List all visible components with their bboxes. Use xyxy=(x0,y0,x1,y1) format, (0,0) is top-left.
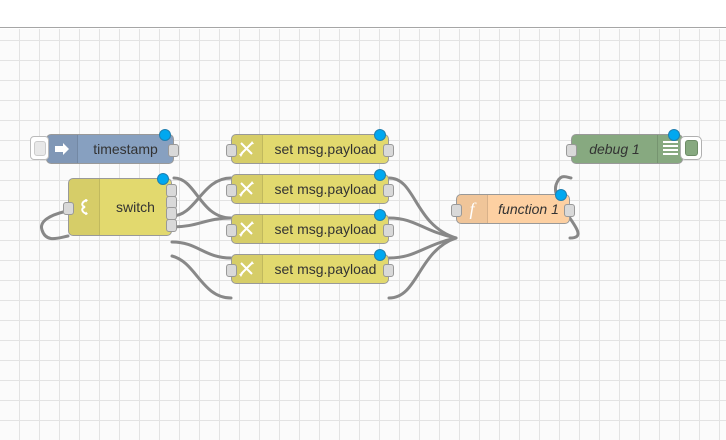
node-status-dot xyxy=(159,129,171,141)
node-change-change3[interactable]: set msg.payload xyxy=(226,209,394,244)
port-input[interactable] xyxy=(451,203,462,217)
port-output-4[interactable] xyxy=(166,218,177,232)
port-output-1[interactable] xyxy=(383,263,394,277)
flow-canvas[interactable]: timestamp switch set msg.payload set msg.pa… xyxy=(0,29,726,440)
debug-lines-glyph xyxy=(662,141,678,157)
inject-arrow-icon xyxy=(47,135,78,163)
node-label: timestamp xyxy=(93,141,158,157)
node-status-dot xyxy=(374,249,386,261)
wire-change1-to-function1[interactable] xyxy=(387,176,458,240)
change-icon xyxy=(232,255,263,283)
node-label: debug 1 xyxy=(589,141,640,157)
wire-switch1-to-change4[interactable] xyxy=(170,254,233,300)
port-output-1[interactable] xyxy=(383,143,394,157)
wire-switch1-to-change2[interactable] xyxy=(170,216,233,229)
node-switch-switch1[interactable]: switch xyxy=(63,173,177,236)
editor-top-strip xyxy=(0,0,726,28)
node-label: switch xyxy=(116,199,155,215)
node-inject-inject1[interactable]: timestamp xyxy=(30,129,179,164)
port-input[interactable] xyxy=(226,263,237,277)
inject-button-face xyxy=(33,140,46,156)
debug-enable-toggle[interactable] xyxy=(680,136,702,160)
port-input[interactable] xyxy=(226,183,237,197)
node-status-dot xyxy=(668,129,680,141)
wire-change3-to-function1[interactable] xyxy=(387,236,458,260)
port-input[interactable] xyxy=(566,143,577,157)
node-debug-debug1[interactable]: debug 1 xyxy=(566,129,702,164)
port-output-1[interactable] xyxy=(383,223,394,237)
port-input[interactable] xyxy=(63,201,74,215)
debug-toggle-face xyxy=(684,140,698,156)
change-icon xyxy=(232,215,263,243)
node-change-change1[interactable]: set msg.payload xyxy=(226,129,394,164)
node-status-dot xyxy=(374,129,386,141)
wire-change4-to-function1[interactable] xyxy=(387,236,458,300)
node-label: set msg.payload xyxy=(274,221,377,237)
wire-inject1-to-change2[interactable] xyxy=(172,176,233,220)
node-function-function1[interactable]: f function 1 xyxy=(451,189,575,224)
debug-lines-icon xyxy=(657,135,682,163)
port-output-1[interactable] xyxy=(168,143,179,157)
node-status-dot xyxy=(374,169,386,181)
node-change-change2[interactable]: set msg.payload xyxy=(226,169,394,204)
switch-icon xyxy=(69,179,100,235)
port-output-1[interactable] xyxy=(383,183,394,197)
svg-text:f: f xyxy=(469,199,477,219)
port-output-1[interactable] xyxy=(564,203,575,217)
node-status-dot xyxy=(157,173,169,185)
function-f-icon: f xyxy=(457,195,488,223)
node-label: set msg.payload xyxy=(274,181,377,197)
port-input[interactable] xyxy=(226,223,237,237)
change-icon xyxy=(232,135,263,163)
wire-change2-to-function1[interactable] xyxy=(387,216,458,240)
node-change-change4[interactable]: set msg.payload xyxy=(226,249,394,284)
inject-trigger-button[interactable] xyxy=(30,136,49,160)
node-label: set msg.payload xyxy=(274,261,377,277)
wire-switch1-to-change1[interactable] xyxy=(170,176,233,218)
node-status-dot xyxy=(374,209,386,221)
port-input[interactable] xyxy=(226,143,237,157)
wire-switch1-to-change3[interactable] xyxy=(170,240,233,260)
change-icon xyxy=(232,175,263,203)
node-label: set msg.payload xyxy=(274,141,377,157)
node-label: function 1 xyxy=(498,201,559,217)
node-status-dot xyxy=(555,189,567,201)
